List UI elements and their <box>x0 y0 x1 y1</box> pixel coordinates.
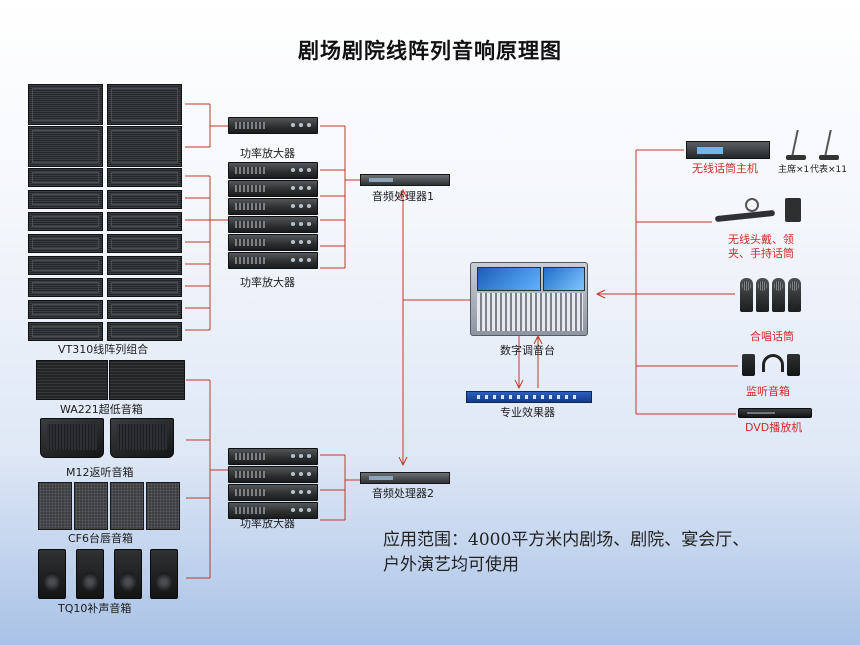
front-fill-speaker <box>110 482 144 530</box>
power-amplifier <box>228 466 318 483</box>
line-array-cabinet <box>28 234 103 253</box>
wireless-system-label: 无线话筒主机 <box>692 162 758 175</box>
mic-neck <box>791 130 799 156</box>
line-array-cabinet <box>107 300 182 319</box>
choir-mic-icon <box>772 278 785 312</box>
front-fill-speaker <box>38 482 72 530</box>
monitor-speaker-label: 监听音箱 <box>746 385 790 398</box>
mic-base <box>786 155 806 160</box>
line-array-cabinet <box>28 322 103 341</box>
line-array-cabinet <box>107 212 182 231</box>
wireless-mic-receiver <box>686 141 770 159</box>
headset-label-line2: 夹、手持话筒 <box>728 247 794 260</box>
line-array-cabinet <box>28 84 103 125</box>
amplifier-label-3: 功率放大器 <box>240 517 295 530</box>
headphones-icon <box>762 354 784 372</box>
dvd-player-icon <box>738 408 812 418</box>
power-amplifier <box>228 162 318 179</box>
digital-mixing-console <box>470 262 588 336</box>
power-amplifier <box>228 502 318 519</box>
front-fill-speaker <box>146 482 180 530</box>
audio-processor <box>360 174 450 186</box>
delegate-mic-label: 代表×11 <box>810 165 847 175</box>
fill-speaker <box>76 549 104 599</box>
console-screen <box>477 267 541 291</box>
line-array-cabinet <box>107 256 182 275</box>
headset-mic-icon <box>745 198 759 212</box>
monitor-label: M12返听音箱 <box>66 466 134 479</box>
fill-speaker <box>114 549 142 599</box>
front-fill-speaker <box>74 482 108 530</box>
mic-neck <box>824 130 832 156</box>
front-fill-label: CF6台唇音箱 <box>68 532 134 545</box>
line-array-cabinet <box>28 190 103 209</box>
console-screen <box>543 267 585 291</box>
bodypack-transmitter-icon <box>785 198 801 222</box>
power-amplifier <box>228 484 318 501</box>
choir-mic-icon <box>740 278 753 312</box>
amplifier-label-2: 功率放大器 <box>240 276 295 289</box>
fill-speaker <box>38 549 66 599</box>
line-array-cabinet <box>107 168 182 187</box>
line-array-cabinet <box>107 234 182 253</box>
fill-speaker <box>150 549 178 599</box>
effects-label: 专业效果器 <box>500 406 555 419</box>
power-amplifier <box>228 234 318 251</box>
choir-mic-label: 合唱话筒 <box>750 330 794 343</box>
diagram-title: 剧场剧院线阵列音响原理图 <box>298 39 562 63</box>
gooseneck-mic-icon <box>815 128 841 160</box>
monitor-speaker <box>110 418 174 458</box>
mic-base <box>819 155 839 160</box>
line-array-cabinet <box>28 212 103 231</box>
dvd-label: DVD播放机 <box>745 421 803 434</box>
headset-label-line1: 无线头戴、领 <box>728 233 794 246</box>
application-note: 应用范围：4000平方米内剧场、剧院、宴会厅、 户外演艺均可使用 <box>383 528 749 578</box>
line-array-cabinet <box>28 300 103 319</box>
amplifier-label-1: 功率放大器 <box>240 147 295 160</box>
line-array-cabinet <box>107 126 182 167</box>
line-array-cabinet <box>107 278 182 297</box>
fill-speaker-label: TQ10补声音箱 <box>58 602 132 615</box>
line-array-cabinet <box>28 168 103 187</box>
processor-label-1: 音频处理器1 <box>372 190 434 203</box>
power-amplifier <box>228 448 318 465</box>
power-amplifier <box>228 198 318 215</box>
line-array-cabinet <box>107 322 182 341</box>
choir-mic-icon <box>756 278 769 312</box>
monitor-speaker <box>40 418 104 458</box>
line-array-cabinet <box>107 190 182 209</box>
studio-monitor-icon <box>742 354 755 376</box>
power-amplifier <box>228 216 318 233</box>
power-amplifier <box>228 252 318 269</box>
line-array-cabinet <box>28 256 103 275</box>
subwoofer-speaker <box>36 360 108 400</box>
effects-processor <box>466 391 592 403</box>
subwoofer-speaker <box>109 360 185 400</box>
chairman-mic-label: 主席×1 <box>778 165 810 175</box>
console-label: 数字调音台 <box>500 344 555 357</box>
power-amplifier <box>228 180 318 197</box>
gooseneck-mic-icon <box>782 128 808 160</box>
power-amplifier <box>228 117 318 134</box>
console-faders <box>477 293 583 331</box>
studio-monitor-icon <box>787 354 800 376</box>
processor-label-2: 音频处理器2 <box>372 487 434 500</box>
note-line-2: 户外演艺均可使用 <box>383 555 519 575</box>
audio-processor <box>360 472 450 484</box>
line-array-cabinet <box>107 84 182 125</box>
line-array-label: VT310线阵列组合 <box>58 343 149 356</box>
line-array-cabinet <box>28 126 103 167</box>
note-line-1: 应用范围：4000平方米内剧场、剧院、宴会厅、 <box>383 530 750 550</box>
choir-mic-icon <box>788 278 801 312</box>
line-array-cabinet <box>28 278 103 297</box>
subwoofer-label: WA221超低音箱 <box>60 403 143 416</box>
